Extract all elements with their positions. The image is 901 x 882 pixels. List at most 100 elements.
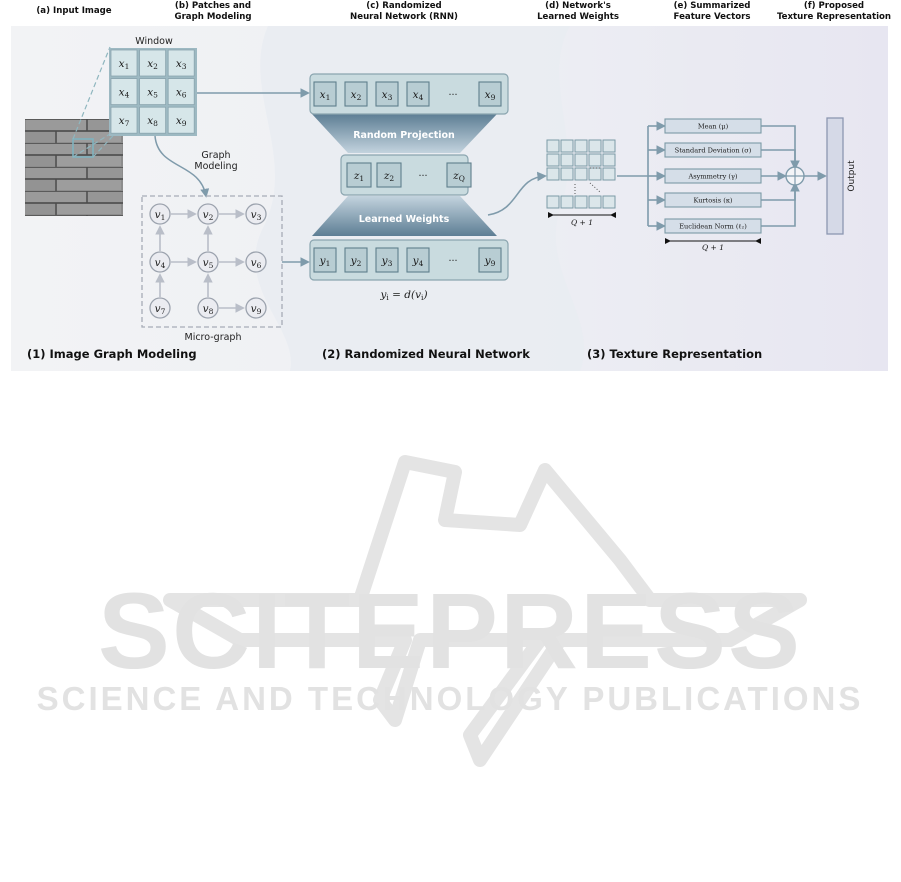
header-e-line1: (e) Summarized — [674, 1, 751, 11]
zoom-line-left — [72, 133, 111, 158]
output-vector-label: y2 — [350, 255, 362, 268]
weights-dim-left-arrow — [548, 212, 554, 218]
output-vector-cell — [344, 247, 368, 273]
graph-node — [149, 203, 171, 225]
weight-cell — [546, 167, 560, 181]
micro-graph-label: Micro-graph — [185, 332, 242, 343]
stats-dim-label: Q + 1 — [702, 243, 724, 252]
output-vector-cell — [375, 247, 399, 273]
hidden-vector-label: z1 — [353, 170, 364, 183]
stat-label: Mean (μ) — [698, 123, 729, 131]
graph-node — [149, 251, 171, 273]
patch-cell — [110, 78, 138, 105]
graph-node — [245, 251, 267, 273]
hidden-vector-label: zQ — [452, 170, 465, 183]
output-vector-cell — [313, 247, 337, 273]
graph-node-label: v5 — [203, 257, 214, 270]
hidden-vector-cell — [446, 162, 472, 188]
header-a: (a) Input Image — [36, 6, 111, 16]
output-vector-label: y4 — [412, 255, 424, 268]
graph-node-label: v4 — [155, 257, 166, 270]
output-vector-ellipsis: ··· — [448, 256, 457, 267]
patch-cell — [167, 78, 195, 105]
stats-dim-right-arrow — [755, 238, 761, 244]
weight-cell — [546, 153, 560, 167]
graph-node — [197, 297, 219, 319]
input-vector-label: x2 — [351, 89, 362, 102]
weights-arrow — [487, 171, 547, 216]
header-d-line2: Learned Weights — [537, 12, 619, 22]
output-vector-cell — [478, 247, 502, 273]
weight-cell — [560, 139, 574, 153]
weight-cell — [574, 139, 588, 153]
stat-label: Euclidean Norm (ℓ₂) — [679, 223, 747, 231]
hidden-vector-ellipsis: ··· — [418, 171, 427, 182]
stat-box — [664, 168, 762, 184]
section-randomized-neural-network: (2) Randomized Neural Network — [322, 347, 530, 361]
input-vector-cell — [375, 81, 399, 107]
weight-cell — [574, 153, 588, 167]
stats-dim-left-arrow — [665, 238, 671, 244]
input-vector-ellipsis: ··· — [448, 90, 457, 101]
section-texture-representation: (3) Texture Representation — [587, 347, 762, 361]
input-vector-cell — [313, 81, 337, 107]
output-vector-label: y1 — [319, 255, 331, 268]
graph-edges — [155, 209, 245, 313]
stat-label: Standard Deviation (σ) — [675, 147, 752, 155]
input-vector-label: x4 — [413, 89, 424, 102]
window-label: Window — [135, 36, 173, 47]
patch-cell-label: x4 — [119, 87, 130, 100]
graph-node-label: v9 — [251, 303, 262, 316]
section-image-graph-modeling: (1) Image Graph Modeling — [27, 347, 197, 361]
input-texture-image — [25, 119, 123, 216]
graph-node — [197, 251, 219, 273]
patch-cell-label: x5 — [147, 87, 158, 100]
output-vector-cell — [406, 247, 430, 273]
weight-cell — [602, 195, 616, 209]
stat-label: Asymmetry (γ) — [688, 173, 738, 181]
input-vector-cell — [478, 81, 502, 107]
stat-box — [664, 142, 762, 158]
weights-dim-right-arrow — [610, 212, 616, 218]
graph-node-label: v3 — [251, 209, 262, 222]
weight-cell — [560, 167, 574, 181]
stat-box — [664, 192, 762, 208]
stat-label: Kurtosis (κ) — [693, 197, 732, 205]
stat-boxes: Mean (μ) Standard Deviation (σ) Asymmetry … — [664, 118, 762, 234]
learned-weights-band — [312, 196, 497, 236]
patch-cell — [110, 106, 138, 134]
patch-cell-label: x1 — [119, 58, 130, 71]
graph-modeling-label-1: Graph — [201, 150, 230, 161]
patch-cell — [167, 106, 195, 134]
zoom-line-top — [72, 46, 111, 140]
graph-node — [149, 297, 171, 319]
header-f-line2: Texture Representation — [777, 12, 891, 22]
header-c-line1: (c) Randomized — [366, 1, 441, 11]
output-vector-label: y9 — [484, 255, 496, 268]
random-projection-band — [312, 114, 497, 153]
weights-matrix — [546, 139, 616, 209]
stat-to-concat — [761, 149, 800, 170]
stat-to-concat — [761, 182, 800, 227]
weight-cell — [588, 139, 602, 153]
graph-modeling-arrow — [154, 135, 210, 198]
graph-node-label: v2 — [203, 209, 214, 222]
patch-cell-label: x7 — [119, 115, 130, 128]
input-vector-label: x3 — [382, 89, 393, 102]
graph-node — [197, 203, 219, 225]
weight-cell — [602, 139, 616, 153]
graph-modeling-label-2: Modeling — [194, 161, 237, 172]
patch-cell — [139, 49, 167, 77]
weights-dim-label: Q + 1 — [571, 218, 593, 227]
weight-cell — [560, 195, 574, 209]
patch-cell-label: x3 — [176, 58, 187, 71]
weight-cell — [546, 139, 560, 153]
patch-cell — [110, 49, 138, 77]
graph-node-label: v6 — [251, 257, 262, 270]
window-highlight — [72, 138, 94, 158]
weight-cell — [588, 153, 602, 167]
weight-cell — [602, 153, 616, 167]
weight-cell — [560, 153, 574, 167]
